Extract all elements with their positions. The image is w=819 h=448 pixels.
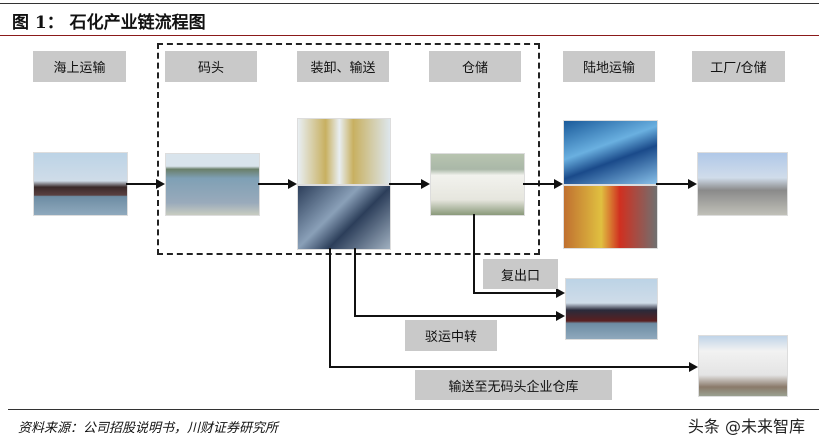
arrow-head [556, 288, 565, 298]
arrow-line [126, 183, 156, 185]
arrow-head [554, 179, 563, 189]
arrow-line [258, 183, 288, 185]
stage-sea-transport: 海上运输 [33, 51, 126, 82]
arrow-head [288, 179, 297, 189]
figure-title: 图 1： 石化产业链流程图 [12, 13, 206, 33]
branch-warehouse: 输送至无码头企业仓库 [415, 370, 612, 400]
arrow-line [523, 183, 554, 185]
export-line [473, 292, 556, 294]
title-rule [0, 35, 819, 36]
watermark: 头条 @未来智库 [687, 417, 805, 436]
export-ship-image [565, 278, 658, 340]
dock-image [165, 153, 260, 216]
tanker-trucks-image [563, 185, 658, 249]
loading-arms-image [297, 118, 391, 185]
arrow-line [389, 183, 421, 185]
arrow-head [556, 311, 565, 321]
transfer-line [354, 315, 556, 317]
arrow-head [156, 179, 165, 189]
warehouse-line [329, 248, 331, 367]
transfer-line [354, 248, 356, 316]
stage-factory: 工厂/仓储 [692, 51, 785, 82]
arrow-head [688, 179, 697, 189]
storage-tanks-image [430, 153, 525, 216]
stage-storage: 仓储 [429, 51, 521, 82]
stage-loading: 装卸、输送 [297, 51, 389, 82]
export-line [473, 214, 475, 293]
stage-land-transport: 陆地运输 [563, 51, 655, 82]
warehouse-line [329, 366, 689, 368]
top-rule [0, 3, 819, 4]
stage-dock: 码头 [165, 51, 257, 82]
arrow-head [421, 179, 430, 189]
arrow-head [689, 362, 698, 372]
arrow-line [656, 183, 688, 185]
source-note: 资料来源：公司招股说明书，川财证券研究所 [18, 421, 279, 436]
ship-image [33, 152, 128, 216]
branch-transfer: 驳运中转 [405, 320, 497, 351]
warehouse-image [698, 335, 788, 397]
bottom-rule [8, 409, 819, 410]
factory-image [697, 152, 788, 216]
pipelines-image [297, 185, 391, 250]
land-pipeline-image [563, 120, 658, 185]
branch-export: 复出口 [483, 259, 558, 289]
port-boundary [157, 43, 540, 255]
